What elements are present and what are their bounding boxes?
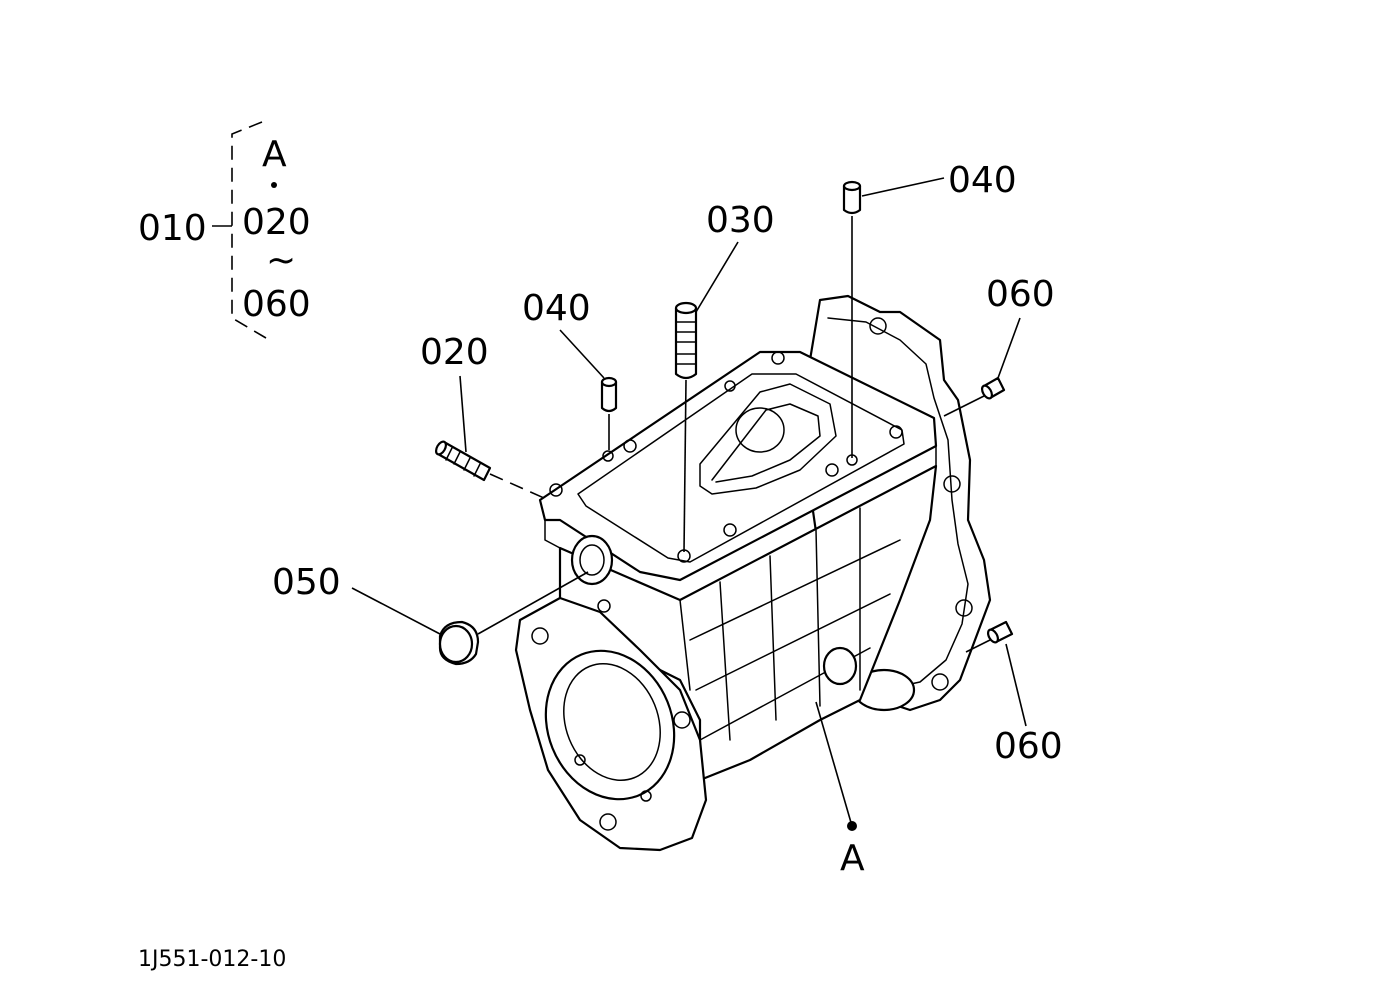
- callout-stud-030: 030: [706, 200, 775, 241]
- legend-assembly-number: 010: [138, 208, 207, 249]
- callout-stud-020: 020: [420, 332, 489, 373]
- callout-pin-040-left: 040: [522, 288, 591, 329]
- callout-ref-point-a: A: [840, 838, 865, 879]
- legend-range-mark: ~: [266, 240, 296, 281]
- pin-060-lower: [965, 620, 1014, 653]
- legend-group: 010 A 020 ~ 060: [138, 121, 311, 339]
- legend-top-label: A: [262, 134, 287, 175]
- callout-pin-060-lower: 060: [994, 726, 1063, 767]
- stud-020: [434, 440, 545, 499]
- drawing-code: 1J551-012-10: [138, 947, 286, 972]
- gear-housing: [514, 294, 992, 852]
- callout-plug-050: 050: [272, 562, 341, 603]
- pin-040-left: [600, 376, 618, 450]
- plug-050: [438, 620, 480, 666]
- legend-dot: [271, 182, 277, 188]
- stud-030: [674, 301, 698, 553]
- legend-range-start: 020: [242, 202, 311, 243]
- leader-lines: [351, 177, 1027, 827]
- pin-040-right: [842, 180, 862, 458]
- pin-060-upper: [943, 376, 1006, 417]
- legend-range-end: 060: [242, 284, 311, 325]
- callout-pin-060-upper: 060: [986, 274, 1055, 315]
- callout-pin-040-right: 040: [948, 160, 1017, 201]
